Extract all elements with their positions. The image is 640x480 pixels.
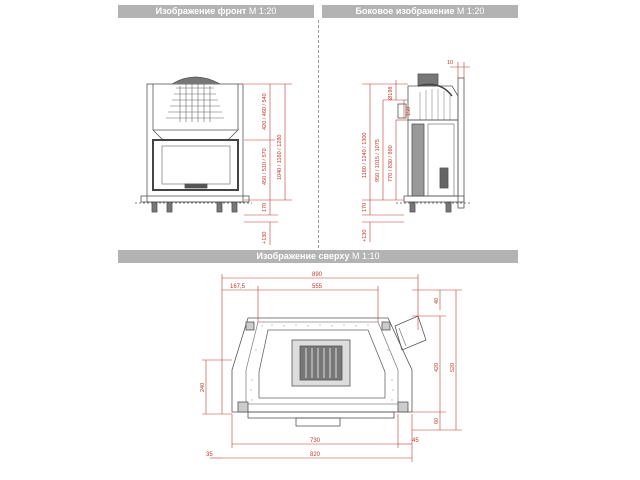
side-legs — [409, 201, 452, 213]
top-dim-right-bottom: 60 — [434, 418, 440, 424]
side-hood — [407, 85, 459, 121]
front-dim-top-stack: 420 / 460 / 540 — [262, 93, 268, 130]
side-dome — [417, 83, 453, 97]
front-door-frame — [152, 139, 239, 191]
view-separator — [318, 20, 319, 248]
top-view-drawing — [231, 315, 427, 427]
top-corner-brackets — [237, 321, 409, 413]
top-dim-right-top: 40 — [434, 298, 440, 304]
top-view-scale: М 1:10 — [351, 251, 380, 261]
side-base — [403, 195, 465, 203]
top-dim-left-offset: 167,5 — [230, 284, 246, 290]
side-dim-overall: 1180 / 1240 / 1300 — [362, 133, 368, 178]
side-door-profile — [411, 123, 425, 197]
front-convection-fins — [166, 83, 224, 122]
front-dim-mid-stack: 450 / 510 / 570 — [262, 148, 268, 185]
front-view-scale: М 1:20 — [248, 6, 277, 16]
front-dim-right-stack: 1040 / 1160 / 1280 — [277, 135, 283, 180]
top-dim-right-inner: 420 — [434, 363, 440, 372]
top-dim-overall-width: 890 — [312, 272, 323, 278]
front-view-title: Изображение фронт — [155, 6, 247, 16]
top-view-header: Изображение сверху М 1:10 — [118, 250, 518, 263]
top-flue-line — [398, 327, 407, 347]
top-dim-bottom-right: 45 — [412, 438, 419, 444]
front-glass — [161, 145, 231, 185]
top-dim-bottom-left: 35 — [206, 452, 213, 458]
side-dimension-lines — [362, 62, 470, 242]
front-view-header: Изображение фронт М 1:20 — [118, 5, 314, 18]
side-dim-leg: 170 — [362, 203, 368, 212]
side-view-drawing — [396, 73, 470, 213]
side-view-title: Боковое изображение — [355, 6, 455, 16]
side-shield — [397, 103, 407, 119]
top-dim-bottom-inner: 730 — [310, 438, 321, 444]
side-dim-base: +130 — [362, 230, 368, 242]
front-transition — [152, 129, 239, 141]
side-dim-flue: Ø198 — [388, 87, 394, 100]
side-ash-door — [439, 167, 449, 189]
front-handle — [184, 183, 208, 189]
top-dim-left-depth: 240 — [200, 383, 206, 392]
top-dimension-lines — [202, 274, 462, 462]
side-dim-top: 10 — [447, 60, 453, 66]
top-door-frame — [247, 411, 395, 419]
top-dim-right-outer: 520 — [450, 363, 456, 372]
top-dim-inner-width: 555 — [312, 284, 323, 290]
front-base — [140, 195, 250, 203]
top-grate-bars — [305, 348, 337, 378]
front-legs — [151, 201, 238, 213]
side-dim-inner: 770 / 830 / 890 — [388, 145, 394, 182]
front-dimension-lines — [244, 83, 292, 245]
side-rear-rail — [457, 77, 465, 209]
front-view-drawing — [135, 76, 252, 213]
top-firebox-outline — [258, 329, 386, 399]
front-dim-base: +130 — [262, 232, 268, 244]
side-dim-mid: 950 / 1015 / 1075 — [375, 139, 381, 182]
top-dim-bottom-outer: 820 — [310, 452, 321, 458]
top-view-title: Изображение сверху — [256, 251, 350, 261]
top-insulation-dots — [250, 324, 394, 401]
front-dim-leg: 170 — [262, 203, 268, 212]
side-dim-small: 150 — [406, 107, 412, 116]
top-flue-pipe — [394, 315, 427, 351]
front-dome — [171, 76, 221, 85]
side-view-header: Боковое изображение М 1:20 — [322, 5, 518, 18]
top-grate-inner — [299, 345, 343, 381]
front-hood — [152, 84, 239, 131]
side-view-scale: М 1:20 — [456, 6, 485, 16]
top-handle — [295, 417, 341, 427]
side-convection-fins — [419, 89, 451, 120]
